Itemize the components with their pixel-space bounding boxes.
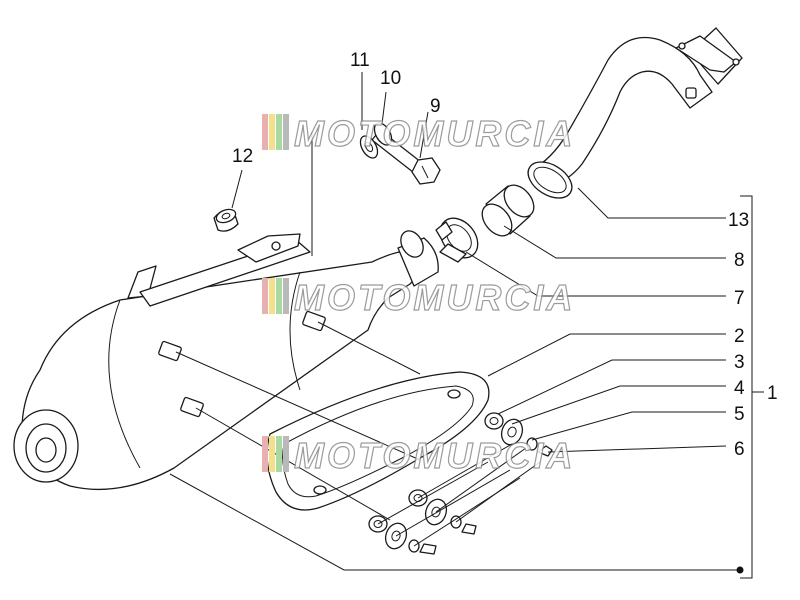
pipe-sleeve xyxy=(481,184,535,237)
exhaust-pipe xyxy=(527,27,743,199)
bolt-spacer xyxy=(359,135,379,159)
callout-9: 9 xyxy=(430,96,441,117)
callout-11: 11 xyxy=(350,50,370,71)
callout-13: 13 xyxy=(728,210,749,231)
callout-1: 1 xyxy=(767,383,778,404)
watermark-logo: MOTOMURCIA xyxy=(262,434,575,477)
pipe-clamp xyxy=(435,217,479,263)
watermark-logo: MOTOMURCIA xyxy=(262,112,575,155)
callout-4: 4 xyxy=(734,378,745,399)
callout-5: 5 xyxy=(734,404,745,425)
grommet xyxy=(368,412,504,533)
callout-12: 12 xyxy=(232,146,253,167)
watermark-text: MOTOMURCIA xyxy=(294,113,575,154)
leader-lines xyxy=(169,72,764,579)
callout-7: 7 xyxy=(734,288,745,309)
callout-8: 8 xyxy=(734,250,745,271)
hex-screw xyxy=(419,445,553,555)
callout-3: 3 xyxy=(734,352,745,373)
bolt-washer xyxy=(373,122,393,146)
callout-2: 2 xyxy=(734,326,745,347)
watermark-text: MOTOMURCIA xyxy=(294,435,575,476)
watermark-text: MOTOMURCIA xyxy=(294,277,575,318)
muffler xyxy=(13,230,439,491)
rubber-bushing xyxy=(213,208,239,232)
callout-labels: 11 10 9 12 13 8 7 2 3 4 5 6 1 xyxy=(232,50,778,460)
callout-6: 6 xyxy=(734,439,745,460)
callout-10: 10 xyxy=(380,68,401,89)
watermark-logo: MOTOMURCIA xyxy=(262,276,575,319)
